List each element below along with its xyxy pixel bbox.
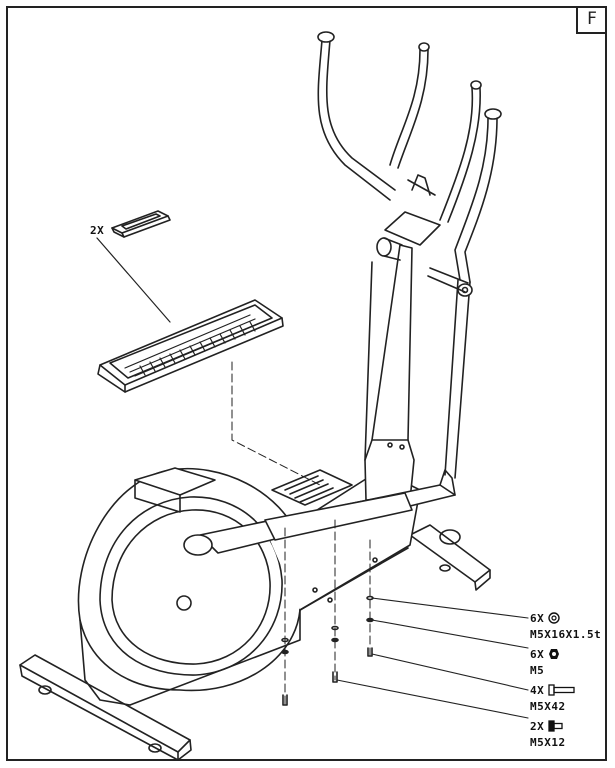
pedal-cover-leader [96,237,171,323]
washer-size: M5X16X1.5t [530,628,602,641]
rear-stabilizer [409,524,491,591]
exploded-fasteners [281,595,374,706]
washer-qty: 6X [530,612,545,625]
short-screw-qty: 2X [530,720,545,733]
pedal-cover-pad [111,210,171,238]
handlebars [317,31,502,479]
pedal-cover-qty: 2X [90,224,105,237]
diagram-frame [6,6,607,761]
long-screw-size: M5X42 [530,700,566,713]
pedal-arm [183,469,456,556]
long-screw-icon [548,684,575,696]
nut-qty: 6X [530,648,545,661]
pedal-plate [97,299,284,393]
long-screw-qty: 4X [530,684,545,697]
front-stabilizer [19,654,192,761]
washer-icon [548,612,560,624]
short-screw-icon [548,720,563,732]
nut-icon [549,649,559,659]
hardware-leaders [336,597,529,719]
flywheel-housing [77,467,301,706]
alignment-lines [231,361,371,706]
console-mast [364,174,441,501]
step-label: F [576,6,606,34]
short-screw-size: M5X12 [530,736,566,749]
nut-size: M5 [530,664,545,677]
